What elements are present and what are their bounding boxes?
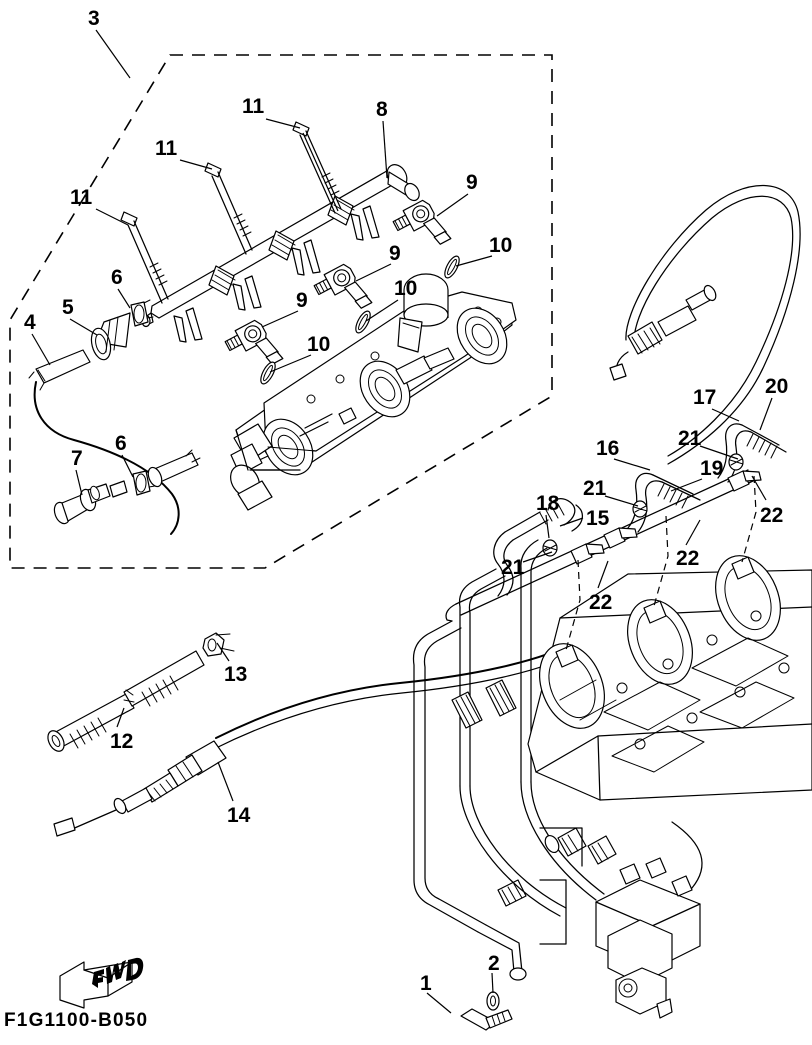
callout-number-22: 22 [589,591,613,614]
leader-line-10 [455,255,493,267]
callout-number-20: 20 [765,375,789,398]
callout-number-21: 21 [583,477,607,500]
leader-line-18 [545,514,550,539]
callout-number-2: 2 [488,952,500,975]
fuel-pump-assembly [459,781,703,1019]
hose-holder-part-22 [570,470,762,565]
fuel-injectors-part-9 [224,199,452,365]
union-bolt-part-1 [460,1008,513,1031]
callout-number-7: 7 [71,447,83,470]
hose-part-16-19 [627,472,701,533]
callout-number-14: 14 [227,804,251,827]
leader-line-21 [604,495,639,507]
callout-number-17: 17 [693,386,717,409]
callout-number-21: 21 [678,427,702,450]
fuel-fitting-part-7 [53,480,128,525]
rigid-fuel-pipe [445,469,762,622]
hose-clamps-part-6 [130,299,156,496]
callout-number-3: 3 [88,7,100,30]
callout-number-22: 22 [760,504,784,527]
callout-number-22: 22 [676,547,700,570]
callout-number-6: 6 [111,266,123,289]
callout-number-9: 9 [466,171,478,194]
flange-bolts-part-11 [120,121,342,304]
leader-line-1 [426,992,452,1014]
leader-line-8 [382,120,388,179]
leader-line-16 [613,458,651,471]
ribbed-section [746,433,778,459]
intake-manifold-assembly [527,475,812,801]
leader-line-6 [117,288,131,309]
callout-number-11: 11 [155,137,178,160]
leader-line-10 [365,299,399,322]
throttle-body-assembly [230,273,517,511]
callout-number-11: 11 [70,186,93,209]
leader-line-4 [31,333,51,366]
callout-number-1: 1 [420,972,432,995]
cable-boot-part-12 [47,650,205,752]
leader-line-21 [699,445,739,460]
callout-number-18: 18 [536,492,560,515]
callout-number-9: 9 [389,242,401,265]
ribbed-section [539,503,565,525]
leader-line-6 [121,454,134,478]
leader-line-22 [751,475,767,501]
leader-line-9 [436,193,469,217]
leader-line-9 [261,310,299,328]
callout-number-8: 8 [376,98,388,121]
hose-part-15-18 [493,498,583,597]
leader-line-20 [759,397,773,431]
callout-number-21: 21 [501,556,525,579]
leader-line-13 [216,642,230,662]
part-number-label: F1G1100-B050 [4,1010,149,1031]
fuel-rail-part-8 [141,164,420,343]
fuel-hose-part-4 [28,349,180,535]
callout-number-15: 15 [586,507,610,530]
callout-number-12: 12 [110,730,134,753]
callout-leader-lines [31,29,773,1014]
leader-line-10 [269,354,312,373]
callout-number-10: 10 [307,333,331,356]
leader-line-14 [217,761,234,802]
callout-number-6: 6 [115,432,127,455]
callout-number-16: 16 [596,437,620,460]
callout-number-9: 9 [296,289,308,312]
hose-end-fitting [147,449,201,488]
leader-line-17 [711,408,740,422]
leader-line-21 [522,551,553,563]
fwd-arrow-icon [59,957,144,1009]
callout-number-10: 10 [489,234,513,257]
hose-grommet-part-5 [90,312,131,361]
cable-clip-part-13 [202,632,235,657]
leader-line-2 [491,972,494,994]
leader-line-15 [559,517,584,527]
leader-line-22 [597,560,609,589]
leader-line-3 [95,29,131,79]
leader-line-12 [116,707,125,728]
ribbed-section [657,483,689,509]
leader-line-11 [95,208,129,226]
upper-cable-loop [609,184,801,465]
leader-line-5 [69,318,98,336]
o-rings-part-10 [260,255,460,385]
hose-part-17-20 [717,423,787,483]
gasket-washer-part-2 [486,991,500,1011]
callout-number-4: 4 [24,311,36,334]
callout-number-19: 19 [700,457,724,480]
group-boundary-3 [9,54,553,569]
callout-number-13: 13 [224,663,248,686]
hose-bundle-routing [412,539,548,981]
callout-number-10: 10 [394,277,418,300]
callout-number-11: 11 [242,95,265,118]
callout-number-5: 5 [62,296,74,319]
leader-line-19 [670,478,703,492]
leader-line-9 [355,263,392,282]
leader-line-22 [685,519,701,546]
throttle-cable-part-14 [53,639,583,837]
leader-line-11 [265,118,301,129]
leader-line-7 [75,469,83,496]
leader-line-11 [179,159,213,170]
